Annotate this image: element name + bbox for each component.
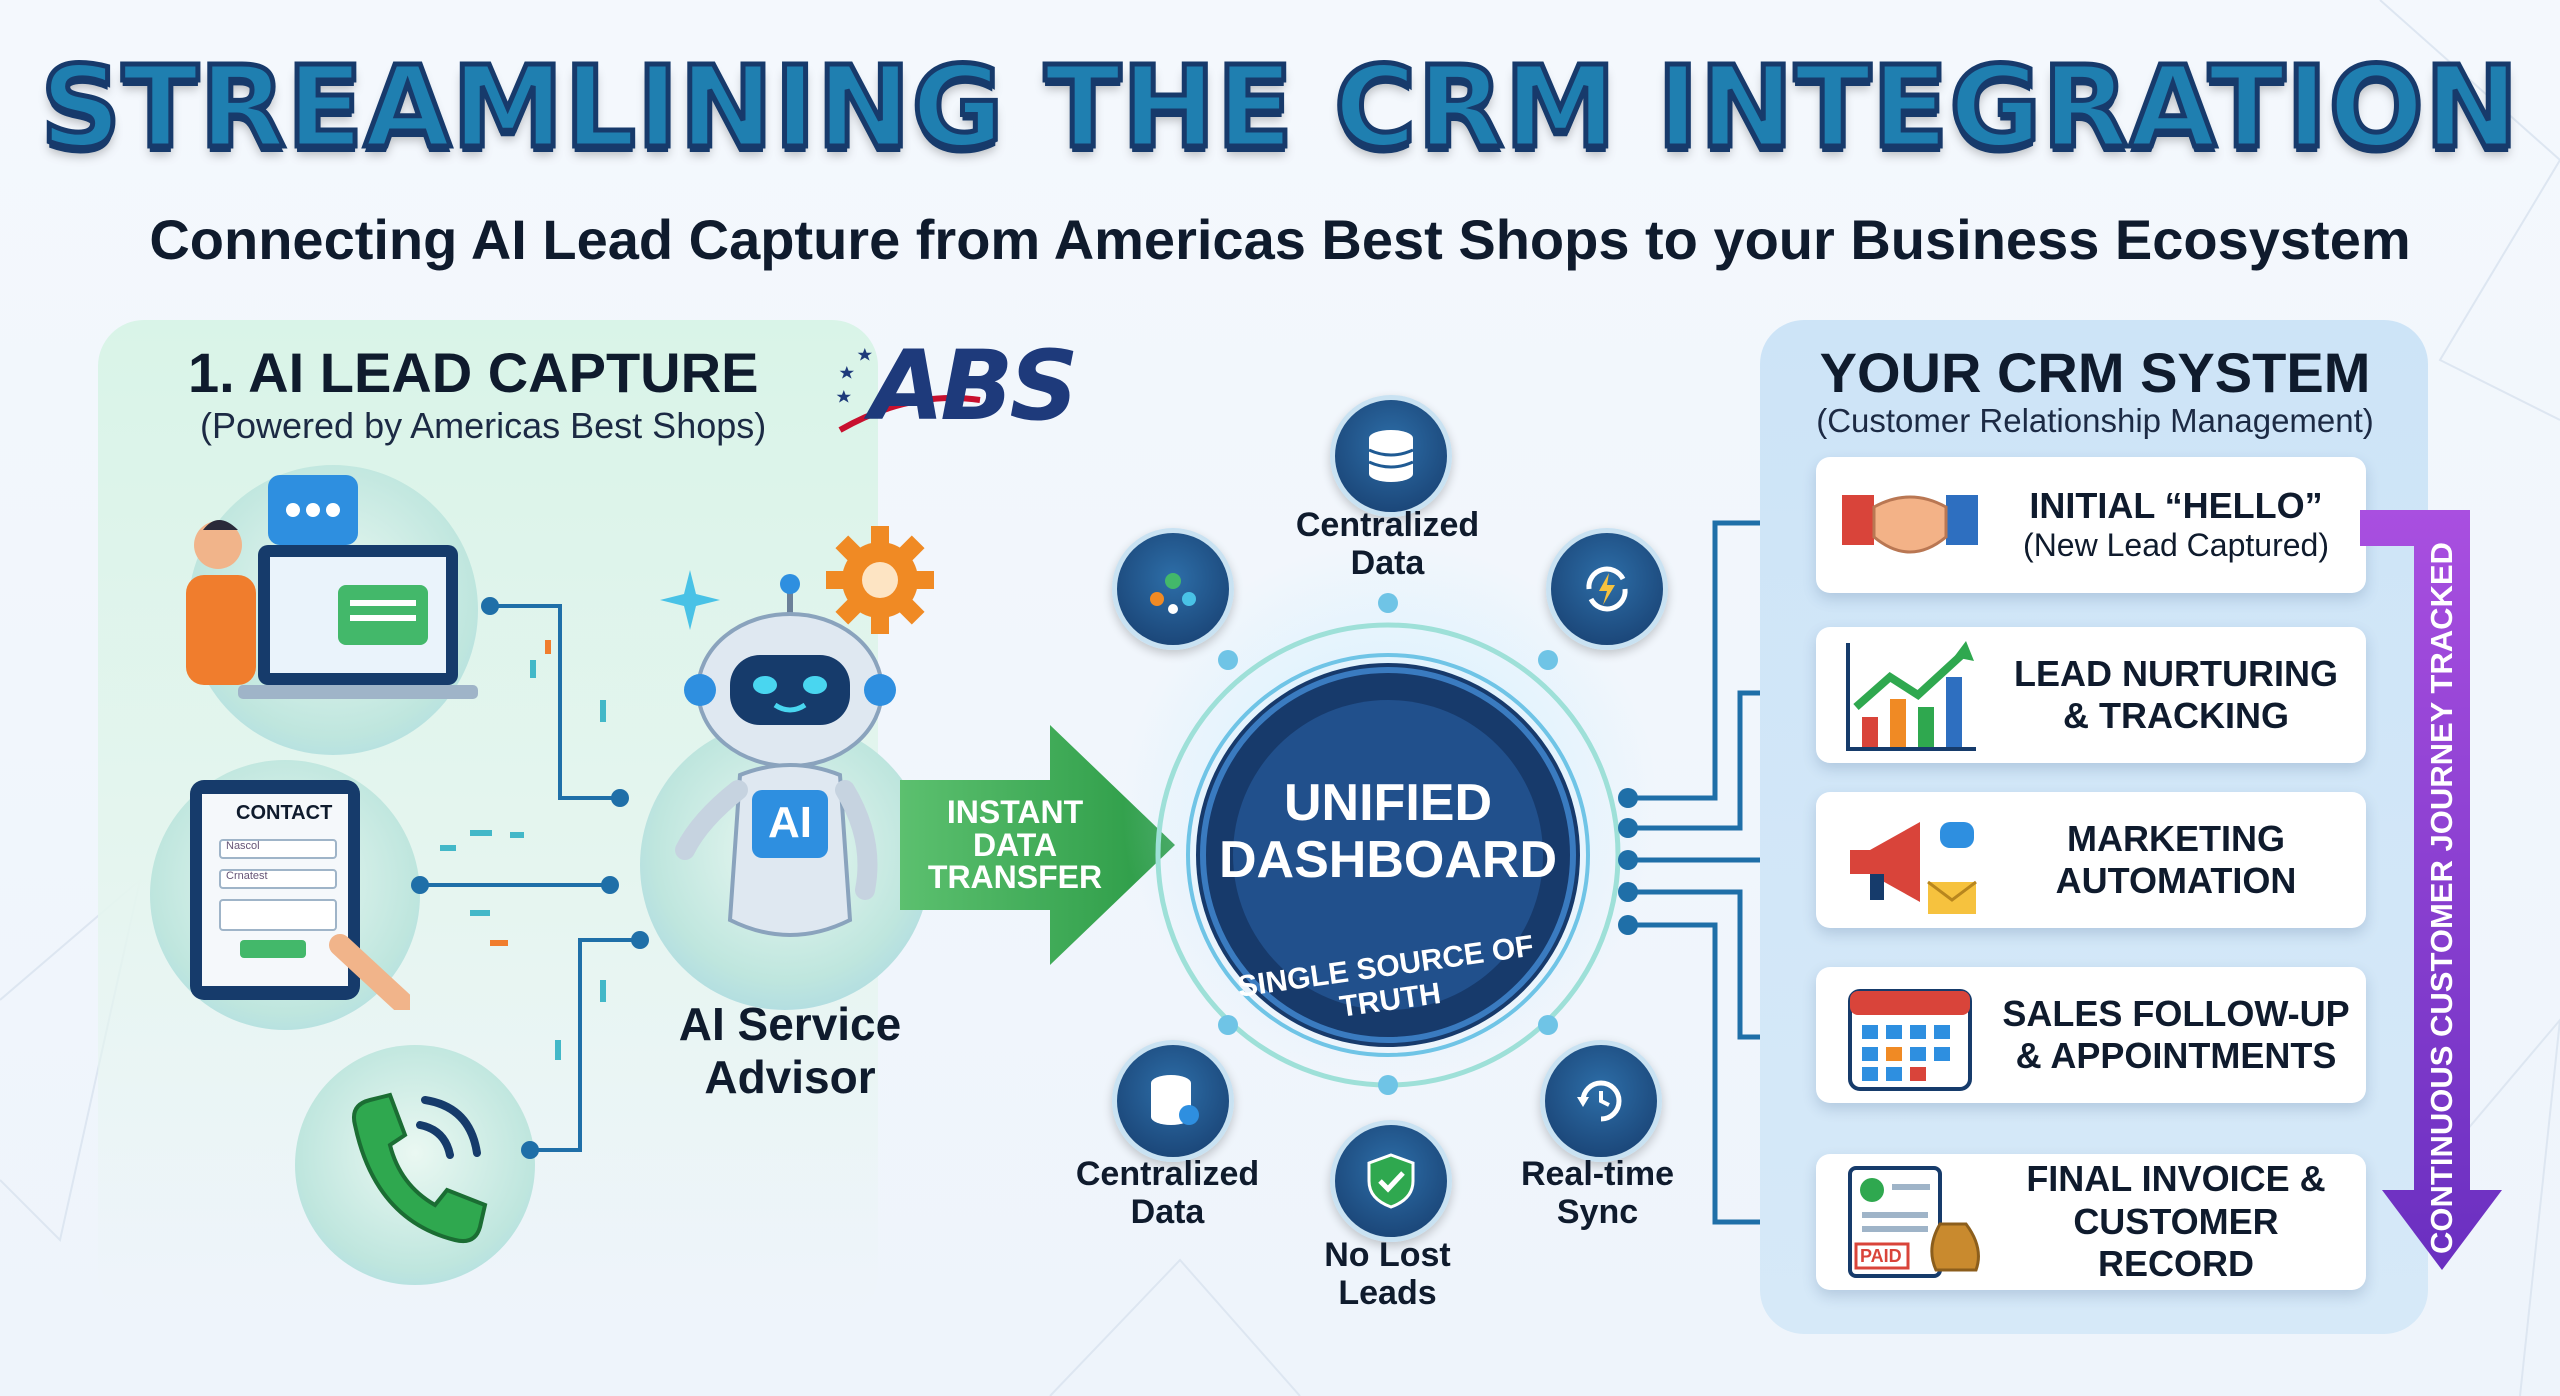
card1-line2: (New Lead Captured) [2023,527,2329,564]
node-label-centralized-top: Centralized Data [1270,506,1505,582]
card3-line2: AUTOMATION [2055,860,2297,901]
form-field-name: Nascol [226,840,260,852]
gear-icon [826,526,934,634]
node-label-centralized-top-line2: Data [1350,544,1425,583]
shield-check-icon [1367,1153,1415,1209]
team-network-icon [1150,573,1196,614]
card4-line1: SALES FOLLOW-UP [2002,992,2350,1034]
growth-chart-icon [1846,641,1976,751]
invoice-icon [1848,1166,1980,1278]
node-no-lost-leads [1330,1120,1452,1242]
ai-advisor-line1: AI Service [678,998,902,1050]
star-swoosh-icon [836,348,981,433]
page-subtitle: Connecting AI Lead Capture from Americas… [149,208,2411,271]
database-check-icon [1151,1075,1199,1125]
node-real-time-sync [1540,1040,1662,1162]
handshake-icon [1842,495,1978,554]
node-centralized-data-top [1330,395,1452,517]
node-label-no-lost-leads-line1: No Lost [1324,1236,1451,1274]
database-icon [1368,430,1414,482]
node-label-no-lost-leads-line2: Leads [1338,1274,1437,1313]
tablet-form-icon [190,780,410,1010]
card2-line1: LEAD NURTURING [2014,652,2338,694]
phone-icon [352,1092,488,1244]
crm-card-marketing-automation: MARKETING AUTOMATION [1816,792,2366,928]
abs-logo: ABS [830,330,1079,442]
node-centralized-data-bottom [1112,1040,1234,1162]
crm-card-sales-follow-up: SALES FOLLOW-UP & APPOINTMENTS [1816,967,2366,1103]
megaphone-icon [1850,822,1977,914]
hub-line2: DASHBOARD [1219,831,1557,890]
hub-rings [1155,622,1621,1088]
card1-line1: INITIAL “HELLO” [2029,484,2323,526]
crm-card-final-invoice: PAID FINAL INVOICE & CUSTOMER RECORD [1816,1154,2366,1290]
ai-advisor-line2: Advisor [704,1050,876,1103]
chat-channel-circle [186,465,478,755]
crm-card-initial-hello: INITIAL “HELLO” (New Lead Captured) [1816,457,2366,593]
hub-title: UNIFIED DASHBOARD [1188,774,1588,890]
node-sync-lightning [1546,528,1668,650]
calendar-icon [1848,989,1972,1091]
node-team-network [1112,528,1234,650]
card3-line1: MARKETING [2067,817,2285,859]
page-title: STREAMLINING THE CRM INTEGRATION [38,43,2521,173]
card2-line2: & TRACKING [2063,695,2289,736]
form-field-email: Crnatest [226,870,268,882]
lead-capture-subheading: (Powered by Americas Best Shops) [200,405,767,446]
refresh-clock-icon [1577,1080,1622,1122]
node-label-centralized-top-line1: Centralized [1295,506,1480,544]
node-label-centralized-bottom-line1: Centralized [1075,1155,1260,1193]
robot-badge: AI [768,798,812,847]
lead-capture-heading: 1. AI LEAD CAPTURE [188,341,759,404]
node-label-no-lost-leads: No Lost Leads [1270,1236,1505,1312]
journey-label: CONTINUOUS CUSTOMER JOURNEY TRACKED [2424,542,2459,1254]
node-label-centralized-bottom-line2: Data [1130,1193,1205,1232]
crm-heading: YOUR CRM SYSTEM [1819,341,2371,404]
phone-channel-circle [295,1045,535,1285]
ai-robot-icon [675,574,896,937]
laptop-chat-icon [186,475,478,699]
card5-line1: FINAL INVOICE & [2026,1158,2326,1200]
crm-subheading: (Customer Relationship Management) [1816,402,2374,439]
form-title: CONTACT [236,802,333,824]
sparkle-icon [660,570,720,630]
hub-line1: UNIFIED [1284,774,1492,832]
node-label-real-time-sync: Real-time Sync [1480,1155,1715,1231]
arrow-line3: TRANSFER [927,859,1103,896]
form-channel-circle: CONTACT Nascol Crnatest [150,760,420,1030]
ai-advisor-label: AI Service Advisor [640,998,940,1104]
arrow-line1: INSTANT [946,794,1084,830]
node-label-centralized-bottom: Centralized Data [1050,1155,1285,1231]
node-label-real-time-sync-line1: Real-time [1520,1155,1675,1193]
sync-lightning-icon [1586,566,1628,612]
instant-transfer-label: INSTANT DATA TRANSFER [920,796,1110,894]
arrow-line2: DATA [972,826,1058,863]
card5-line2: CUSTOMER RECORD [2073,1200,2279,1285]
node-label-real-time-sync-line2: Sync [1556,1193,1639,1232]
crm-card-lead-nurturing: LEAD NURTURING & TRACKING [1816,627,2366,763]
journey-arrow [2360,510,2502,1270]
instant-transfer-arrow [900,725,1175,965]
abs-logo-text: ABS [870,330,1079,442]
card4-line2: & APPOINTMENTS [2015,1035,2337,1076]
paid-stamp: PAID [1860,1246,1902,1266]
